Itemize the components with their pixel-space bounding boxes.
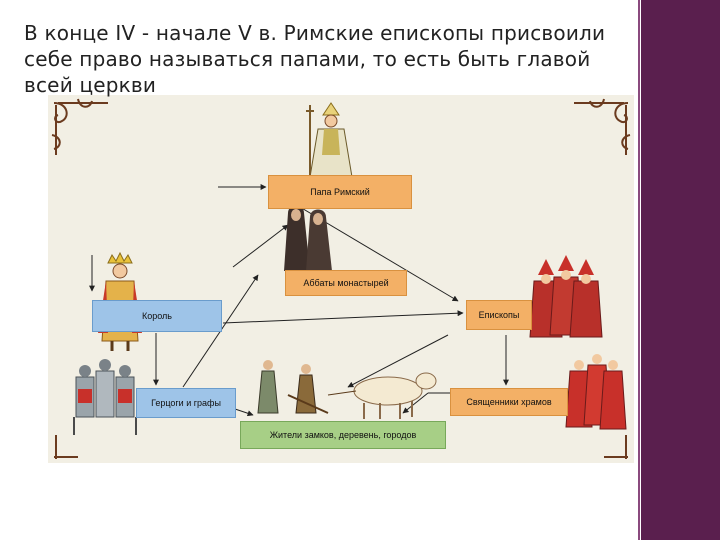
box-king-label: Король bbox=[141, 311, 172, 321]
box-abbots: Аббаты монастырей bbox=[285, 270, 407, 296]
box-bishops: Епископы bbox=[466, 300, 532, 330]
accent-sidebar bbox=[641, 0, 720, 540]
box-pope-label: Папа Римский bbox=[310, 187, 370, 197]
hierarchy-diagram: Папа Римский Аббаты монастырей Король Еп… bbox=[48, 95, 634, 463]
arrow-abbots-from-king bbox=[232, 224, 289, 268]
slide-title: В конце IV - начале V в. Римские епископ… bbox=[24, 21, 606, 97]
box-priests: Священники храмов bbox=[450, 388, 568, 416]
arrow-bishops-to-residents bbox=[347, 334, 449, 388]
box-king: Король bbox=[92, 300, 222, 332]
bishops-figure bbox=[529, 255, 603, 338]
priests-figure bbox=[565, 354, 627, 430]
box-priests-label: Священники храмов bbox=[466, 397, 552, 407]
box-residents-label: Жители замков, деревень, городов bbox=[269, 430, 417, 440]
monks-figure bbox=[284, 205, 332, 271]
knights-figure bbox=[73, 359, 137, 435]
box-dukes-label: Герцоги и графы bbox=[151, 398, 221, 408]
box-abbots-label: Аббаты монастырей bbox=[303, 278, 389, 288]
pope-figure bbox=[306, 102, 353, 178]
arrow-king-to-bishops bbox=[222, 310, 464, 324]
box-dukes: Герцоги и графы bbox=[136, 388, 236, 418]
box-pope: Папа Римский bbox=[268, 175, 412, 209]
box-bishops-label: Епископы bbox=[478, 310, 520, 320]
ornament-bottom-left-icon bbox=[54, 435, 78, 459]
peasants-plowing-figure bbox=[257, 360, 437, 419]
ornament-bottom-right-icon bbox=[604, 435, 628, 459]
ornament-top-right-icon bbox=[574, 98, 631, 155]
box-residents: Жители замков, деревень, городов bbox=[240, 421, 446, 449]
arrow-pope-to-bishops bbox=[272, 190, 459, 302]
arrow-priests-to-residents bbox=[402, 392, 429, 414]
accent-sidebar-edge bbox=[638, 0, 640, 540]
ornament-top-left-icon bbox=[51, 98, 108, 155]
